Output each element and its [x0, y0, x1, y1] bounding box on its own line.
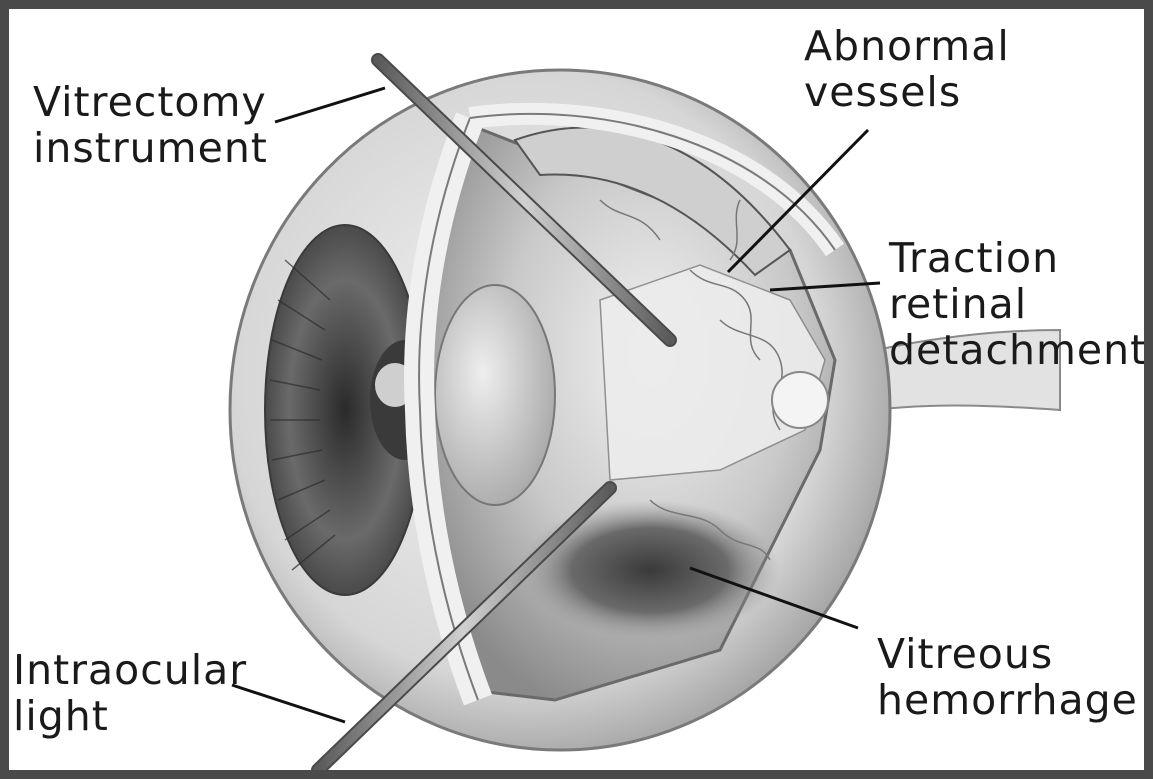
- lens: [435, 285, 555, 505]
- label-vitrectomy-instrument: Vitrectomy instrument: [33, 79, 268, 171]
- optic-disc: [772, 372, 828, 428]
- label-abnormal-vessels: Abnormal vessels: [804, 23, 1010, 115]
- label-vitreous-hemorrhage: Vitreous hemorrhage: [877, 631, 1138, 723]
- label-traction-retinal-detachment: Traction retinal detachment: [889, 235, 1147, 373]
- leader-vitrectomy: [275, 88, 385, 122]
- vitreous-hemorrhage: [520, 500, 780, 640]
- label-intraocular-light: Intraocular light: [13, 647, 247, 739]
- leader-intraocular: [232, 685, 345, 722]
